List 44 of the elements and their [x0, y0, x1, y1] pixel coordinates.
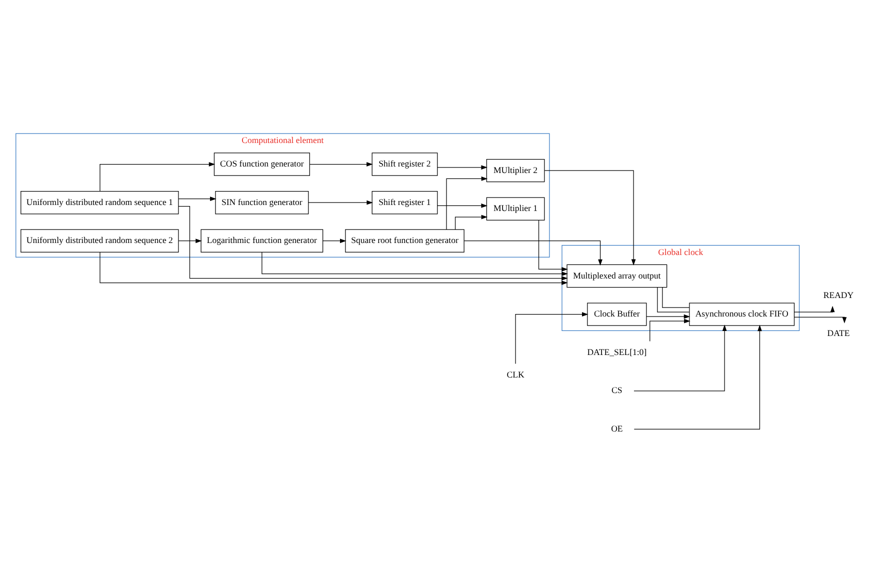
arrow	[308, 200, 373, 205]
arrow	[262, 252, 568, 276]
node-text: CLK	[506, 370, 524, 380]
node-box: Uniformly distributed random sequence 2	[20, 229, 179, 252]
node-text: READY	[823, 290, 854, 300]
arrow	[464, 240, 602, 266]
node-text: OE	[611, 424, 623, 434]
node-box: Asynchronous clock FIFO	[689, 302, 795, 326]
arrow	[794, 306, 835, 312]
node-box: Shift register 2	[372, 152, 438, 176]
arrow	[437, 165, 488, 170]
arrow	[178, 238, 202, 244]
arrow	[454, 214, 488, 230]
arrow	[322, 238, 346, 244]
connector	[662, 287, 690, 308]
arrow	[646, 314, 690, 319]
arrow	[515, 312, 588, 364]
node-box: MUltiplier 1	[486, 197, 545, 220]
arrow	[634, 324, 762, 430]
arrow	[544, 170, 636, 266]
arrow	[446, 176, 488, 230]
node-box: COS function generator	[214, 152, 310, 176]
arrow	[650, 318, 690, 342]
node-text: DATE_SEL[1:0]	[587, 346, 647, 357]
node-box: MUltiplier 2	[486, 158, 545, 182]
node-box: Shift register 1	[372, 190, 438, 214]
arrow	[634, 324, 727, 392]
arrow	[538, 220, 568, 272]
arrow	[100, 162, 216, 192]
node-box: Logarithmic function generator	[200, 229, 324, 252]
node-box: SIN function generator	[215, 190, 309, 214]
node-box: Clock Buffer	[587, 302, 647, 326]
arrow	[794, 316, 847, 324]
node-box: Multiplexed array output	[566, 264, 668, 288]
node-text: DATE	[827, 328, 850, 338]
arrow	[178, 196, 216, 202]
node-text: CS	[612, 385, 622, 396]
arrow	[437, 204, 488, 208]
arrow	[100, 252, 568, 285]
connector	[657, 287, 690, 312]
arrow	[309, 162, 373, 166]
node-box: Square root function generator	[345, 229, 464, 252]
arrow	[178, 206, 568, 280]
node-box: Uniformly distributed random sequence 1	[20, 190, 179, 214]
